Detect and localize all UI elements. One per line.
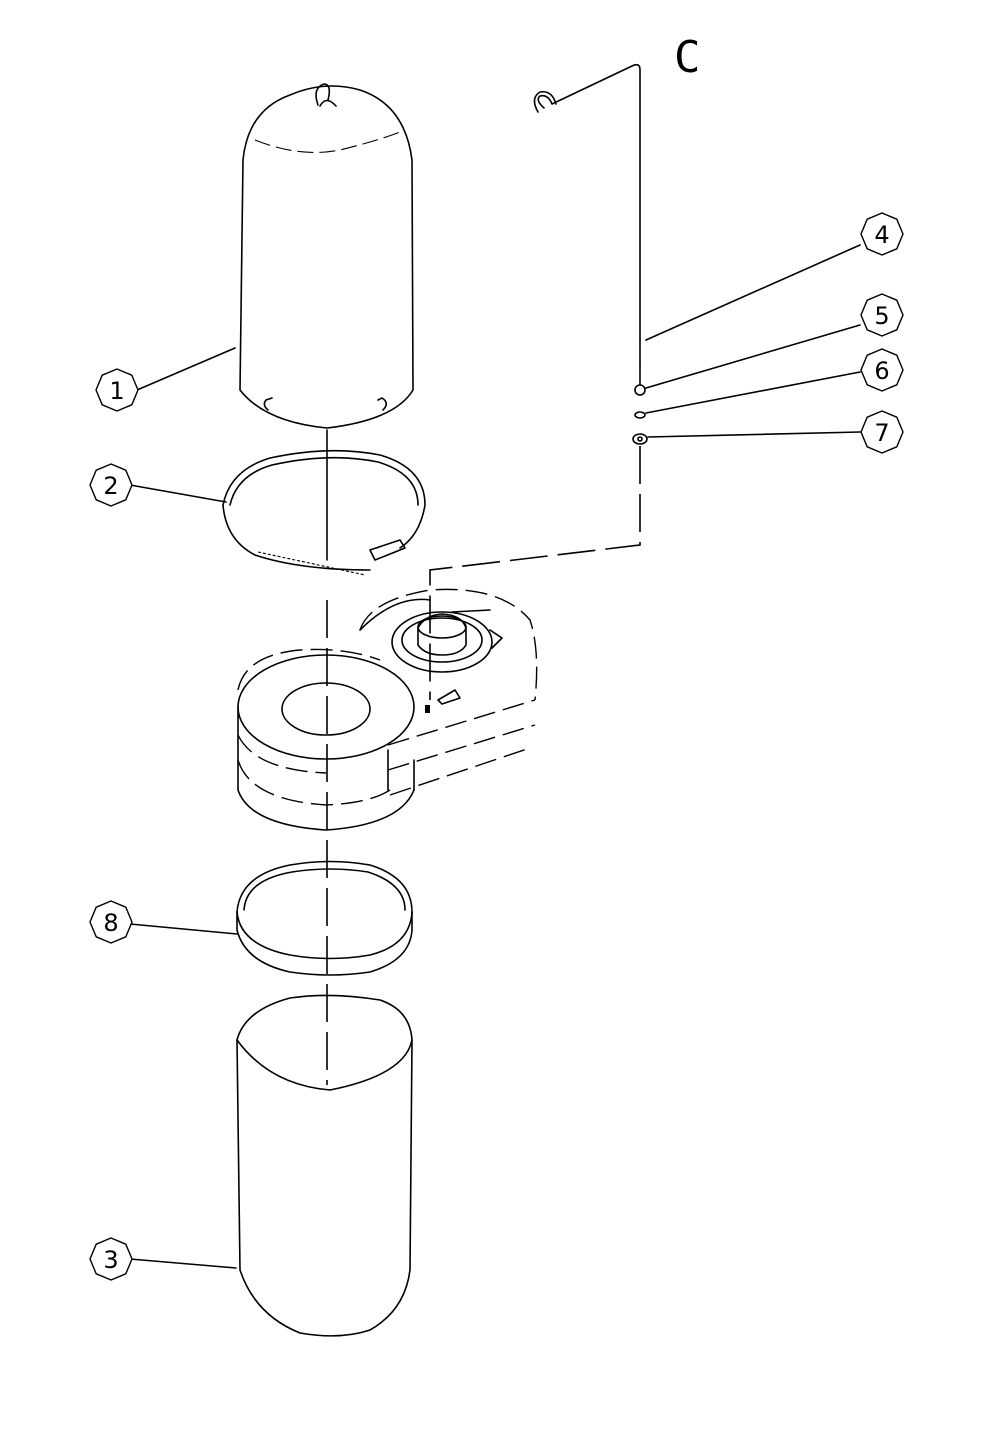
callout-label: 7 xyxy=(874,419,889,447)
corner-mark: C xyxy=(674,32,701,83)
support-rod xyxy=(533,63,648,445)
callout-label: 2 xyxy=(103,472,118,500)
assembly-line xyxy=(425,446,641,713)
callout-label: 8 xyxy=(103,909,118,937)
callout-2: 2 xyxy=(89,463,133,507)
callout-5: 5 xyxy=(860,293,904,337)
callout-label: 6 xyxy=(874,357,889,385)
callout-4: 4 xyxy=(860,212,904,256)
upper-filter-bag xyxy=(239,83,414,429)
callout-label: 5 xyxy=(874,302,889,330)
gasket-ring xyxy=(236,860,413,976)
clamp-band xyxy=(222,449,426,576)
leader-lines xyxy=(129,244,861,1269)
callout-8: 8 xyxy=(89,900,133,944)
lower-collection-bag xyxy=(236,994,413,1337)
callout-7: 7 xyxy=(860,410,904,454)
callout-3: 3 xyxy=(89,1237,133,1281)
callout-1: 1 xyxy=(95,368,139,412)
callout-label: 1 xyxy=(109,377,124,405)
callout-label: 4 xyxy=(874,221,889,249)
callout-label: 3 xyxy=(103,1246,118,1274)
callout-6: 6 xyxy=(860,348,904,392)
base-housing xyxy=(237,588,538,831)
